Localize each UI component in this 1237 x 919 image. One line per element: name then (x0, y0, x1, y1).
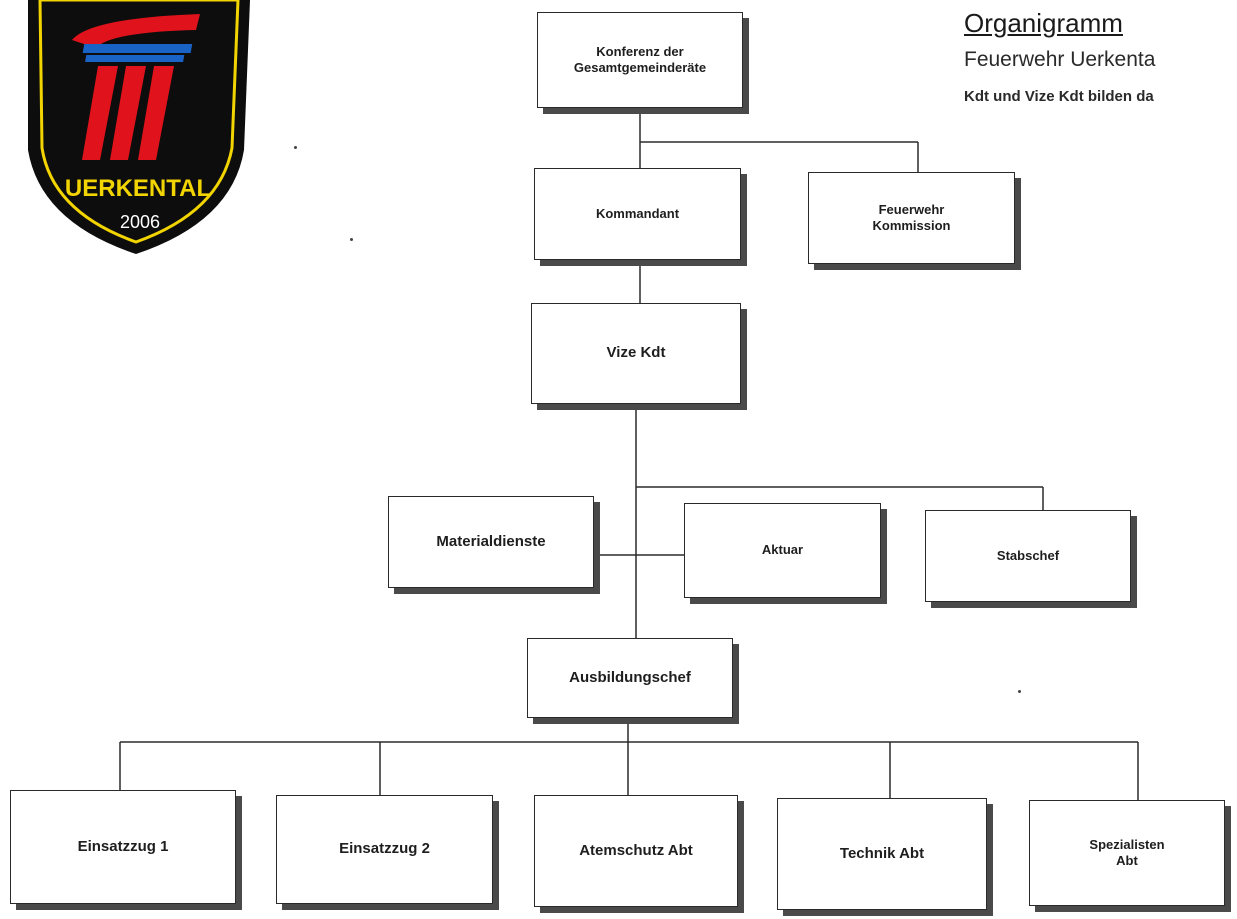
node-aktuar: Aktuar (684, 503, 881, 598)
node-vize-kdt: Vize Kdt (531, 303, 741, 404)
page-title: Organigramm (964, 8, 1123, 38)
node-atemschutz-abt: Atemschutz Abt (534, 795, 738, 907)
scan-speck (1018, 690, 1021, 693)
fire-brigade-logo: UERKENTAL 2006 (28, 0, 250, 254)
logo-name-text: UERKENTAL (65, 175, 211, 202)
node-einsatzzug-2: Einsatzzug 2 (276, 795, 493, 904)
node-feuerwehr-kommission: Feuerwehr Kommission (808, 172, 1015, 264)
logo-year-text: 2006 (120, 212, 160, 232)
node-einsatzzug-1: Einsatzzug 1 (10, 790, 236, 904)
node-ausbildungschef: Ausbildungschef (527, 638, 733, 718)
scan-speck (294, 146, 297, 149)
page-subtitle: Feuerwehr Uerkenta (964, 48, 1156, 71)
node-spezialisten-abt: Spezialisten Abt (1029, 800, 1225, 906)
page-note: Kdt und Vize Kdt bilden da (964, 88, 1154, 105)
scan-speck (350, 238, 353, 241)
node-kommandant: Kommandant (534, 168, 741, 260)
node-stabschef: Stabschef (925, 510, 1131, 602)
node-technik-abt: Technik Abt (777, 798, 987, 910)
node-materialdienste: Materialdienste (388, 496, 594, 588)
node-konferenz: Konferenz der Gesamtgemeinderäte (537, 12, 743, 108)
